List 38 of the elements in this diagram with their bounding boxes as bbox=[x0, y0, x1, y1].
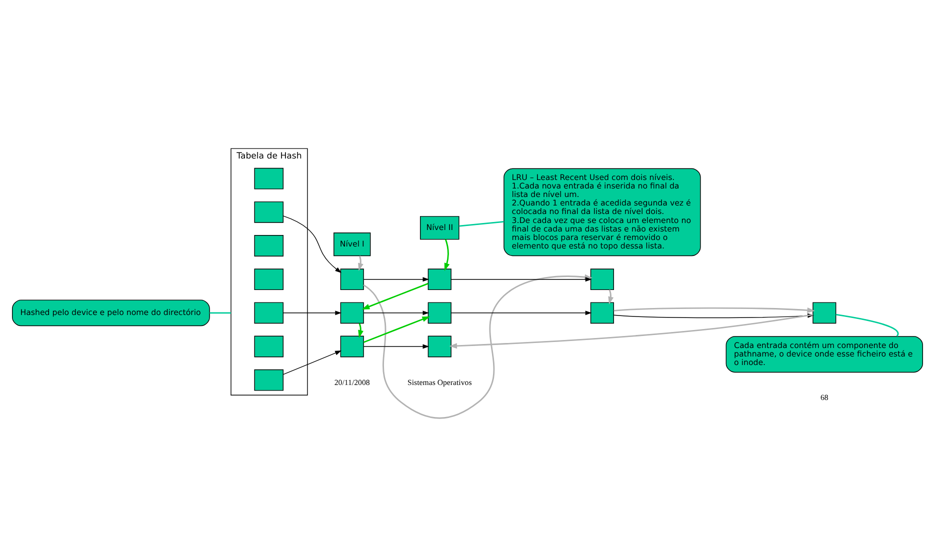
arrow bbox=[358, 255, 364, 271]
arrow bbox=[608, 289, 614, 304]
node-box bbox=[254, 268, 284, 290]
arrow bbox=[363, 310, 430, 315]
arrow bbox=[282, 350, 342, 374]
node-box bbox=[254, 167, 284, 189]
node-box bbox=[590, 268, 614, 290]
arrow bbox=[449, 314, 813, 348]
node-box bbox=[254, 335, 284, 357]
label: Sistemas Operativos bbox=[407, 377, 472, 386]
node-box bbox=[340, 302, 364, 324]
arrow bbox=[282, 215, 342, 272]
node-box bbox=[428, 335, 452, 357]
node-box bbox=[428, 302, 452, 324]
arrow bbox=[450, 310, 592, 315]
arrow bbox=[363, 276, 430, 282]
arrow bbox=[358, 322, 364, 338]
arrow bbox=[363, 316, 430, 342]
label: 68 bbox=[820, 392, 828, 402]
node-box bbox=[254, 200, 284, 222]
node-box bbox=[590, 302, 614, 324]
node-box bbox=[340, 335, 364, 357]
connector bbox=[210, 312, 231, 314]
node-box bbox=[254, 302, 284, 324]
arrow bbox=[614, 306, 816, 312]
arrow bbox=[362, 282, 428, 309]
node-box bbox=[340, 268, 364, 290]
node-box bbox=[254, 368, 284, 390]
arrow bbox=[444, 238, 450, 270]
label: 20/11/2008 bbox=[334, 377, 370, 386]
arrow bbox=[450, 276, 592, 282]
node-box bbox=[428, 268, 452, 290]
arrow bbox=[363, 344, 430, 348]
connector bbox=[459, 220, 504, 226]
node-box bbox=[812, 302, 836, 324]
cluster: Tabela de Hash bbox=[230, 148, 308, 395]
node-box bbox=[254, 234, 284, 256]
arrow bbox=[282, 310, 342, 315]
